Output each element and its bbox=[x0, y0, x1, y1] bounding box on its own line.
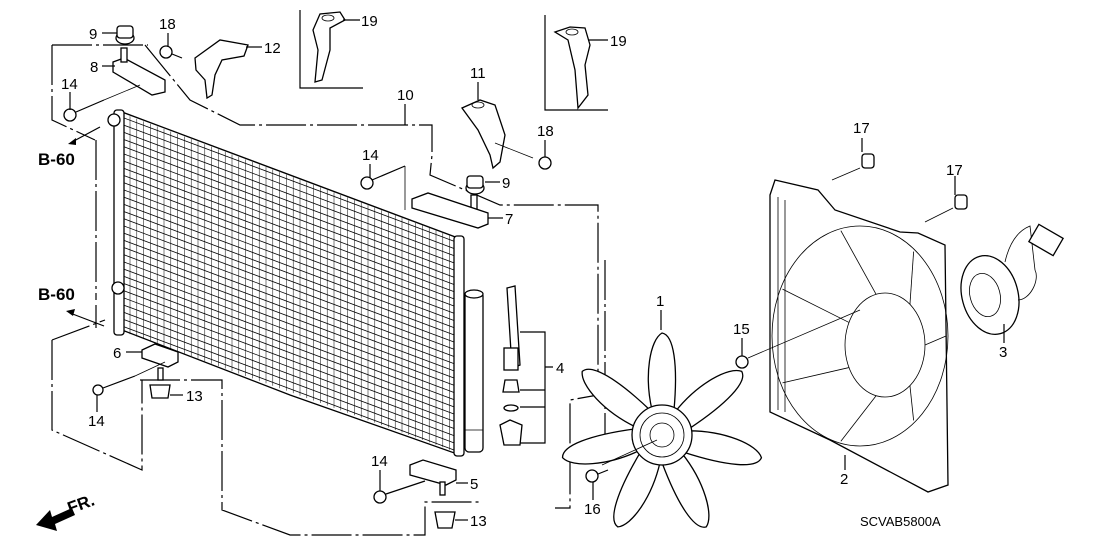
reference-b60-top: B-60 bbox=[38, 126, 101, 169]
reference-label: B-60 bbox=[38, 285, 75, 304]
cooling-fan bbox=[561, 332, 763, 528]
callout-3: 3 bbox=[999, 344, 1007, 361]
fan-shroud bbox=[735, 153, 968, 493]
condenser-tube bbox=[123, 139, 457, 264]
callout-4: 4 bbox=[556, 360, 564, 377]
shroud-spoke bbox=[909, 251, 915, 305]
condenser-tube bbox=[123, 276, 457, 401]
condenser-tube bbox=[123, 297, 457, 423]
alt-bracket-19-left bbox=[312, 11, 346, 83]
condenser-tube bbox=[123, 175, 457, 300]
callout-2: 2 bbox=[840, 471, 848, 488]
condenser-tube bbox=[123, 168, 457, 293]
fan-blade bbox=[647, 332, 677, 411]
fan-bolt bbox=[585, 469, 609, 483]
condenser-tube bbox=[123, 261, 457, 387]
callout-11: 11 bbox=[470, 65, 486, 82]
condenser-tube bbox=[123, 268, 457, 394]
shroud-spoke bbox=[782, 367, 850, 384]
callout-14: 14 bbox=[362, 147, 379, 164]
condenser-tube bbox=[123, 132, 457, 257]
callout-17: 17 bbox=[946, 162, 963, 179]
leader-lines bbox=[69, 19, 1005, 521]
condenser-tube bbox=[123, 160, 457, 286]
diagram-code: SCVAB5800A bbox=[860, 514, 941, 529]
receiver-dryer-kit bbox=[499, 285, 553, 446]
condenser-tube bbox=[123, 204, 457, 329]
condenser-tube bbox=[123, 225, 457, 351]
callout-6: 6 bbox=[113, 345, 121, 362]
callout-17: 17 bbox=[853, 120, 870, 137]
fan-blade bbox=[661, 452, 710, 528]
condenser-tube bbox=[123, 312, 457, 437]
callout-18: 18 bbox=[159, 16, 176, 33]
condenser-tube bbox=[123, 290, 457, 416]
fan-blade bbox=[682, 430, 763, 466]
upper-right-hardware bbox=[360, 99, 552, 229]
shroud-spoke bbox=[840, 395, 877, 442]
callout-10: 10 bbox=[397, 87, 414, 104]
front-arrow-icon bbox=[36, 508, 75, 531]
condenser-tube bbox=[123, 211, 457, 336]
shroud-spoke bbox=[909, 385, 915, 421]
fan-blade bbox=[674, 369, 744, 430]
condenser-tube bbox=[123, 117, 457, 243]
callout-14: 14 bbox=[371, 453, 388, 470]
condenser-tube bbox=[123, 124, 457, 250]
lower-left-hardware bbox=[92, 343, 179, 399]
condenser-tube bbox=[123, 153, 457, 279]
callout-5: 5 bbox=[470, 476, 478, 493]
callout-9: 9 bbox=[502, 175, 510, 192]
callout-19: 19 bbox=[610, 33, 627, 50]
condenser-tube bbox=[123, 304, 457, 430]
condenser-tube bbox=[123, 240, 457, 365]
callout-18: 18 bbox=[537, 123, 554, 140]
condenser-tube bbox=[123, 254, 457, 380]
alt-bracket-19-right bbox=[553, 26, 591, 110]
callout-13: 13 bbox=[186, 388, 203, 405]
callout-14: 14 bbox=[88, 413, 105, 430]
callout-14: 14 bbox=[61, 76, 78, 93]
callout-1: 1 bbox=[656, 293, 664, 310]
condenser-tube bbox=[123, 196, 457, 322]
callout-labels: 9 8 14 18 12 19 19 11 10 18 14 9 7 4 6 1… bbox=[61, 13, 1007, 530]
lower-right-hardware bbox=[373, 459, 457, 529]
callout-13: 13 bbox=[470, 513, 487, 530]
condenser-tube bbox=[123, 326, 457, 452]
shroud-spoke bbox=[840, 230, 877, 295]
front-label: FR. bbox=[65, 491, 97, 518]
shroud-spoke bbox=[782, 288, 850, 323]
callout-9: 9 bbox=[89, 26, 97, 43]
fan-motor bbox=[960, 223, 1065, 335]
fan-blade bbox=[561, 428, 641, 465]
condenser-tube bbox=[123, 182, 457, 308]
assembly-boundary-lines bbox=[51, 44, 606, 536]
receiver-dryer bbox=[464, 289, 484, 453]
condenser-tube bbox=[123, 247, 457, 372]
fan-blade bbox=[581, 368, 651, 429]
condenser bbox=[107, 109, 481, 457]
front-direction-indicator: FR. bbox=[36, 491, 97, 531]
condenser-tube bbox=[123, 283, 457, 408]
reference-label: B-60 bbox=[38, 150, 75, 169]
condenser-tube bbox=[123, 319, 457, 444]
callout-7: 7 bbox=[505, 211, 513, 228]
condenser-tube bbox=[123, 218, 457, 344]
callout-19: 19 bbox=[361, 13, 378, 30]
callout-16: 16 bbox=[584, 501, 601, 518]
alt-bracket-frames bbox=[299, 10, 608, 111]
callout-12: 12 bbox=[264, 40, 281, 57]
callout-8: 8 bbox=[90, 59, 98, 76]
reference-b60-bottom: B-60 bbox=[38, 285, 105, 327]
condenser-tube bbox=[123, 189, 457, 315]
condenser-tube bbox=[123, 146, 457, 272]
shroud-spoke bbox=[924, 335, 947, 346]
upper-left-hardware bbox=[63, 25, 249, 122]
fan-blade bbox=[613, 451, 661, 528]
condenser-tube bbox=[123, 232, 457, 358]
callout-15: 15 bbox=[733, 321, 750, 338]
